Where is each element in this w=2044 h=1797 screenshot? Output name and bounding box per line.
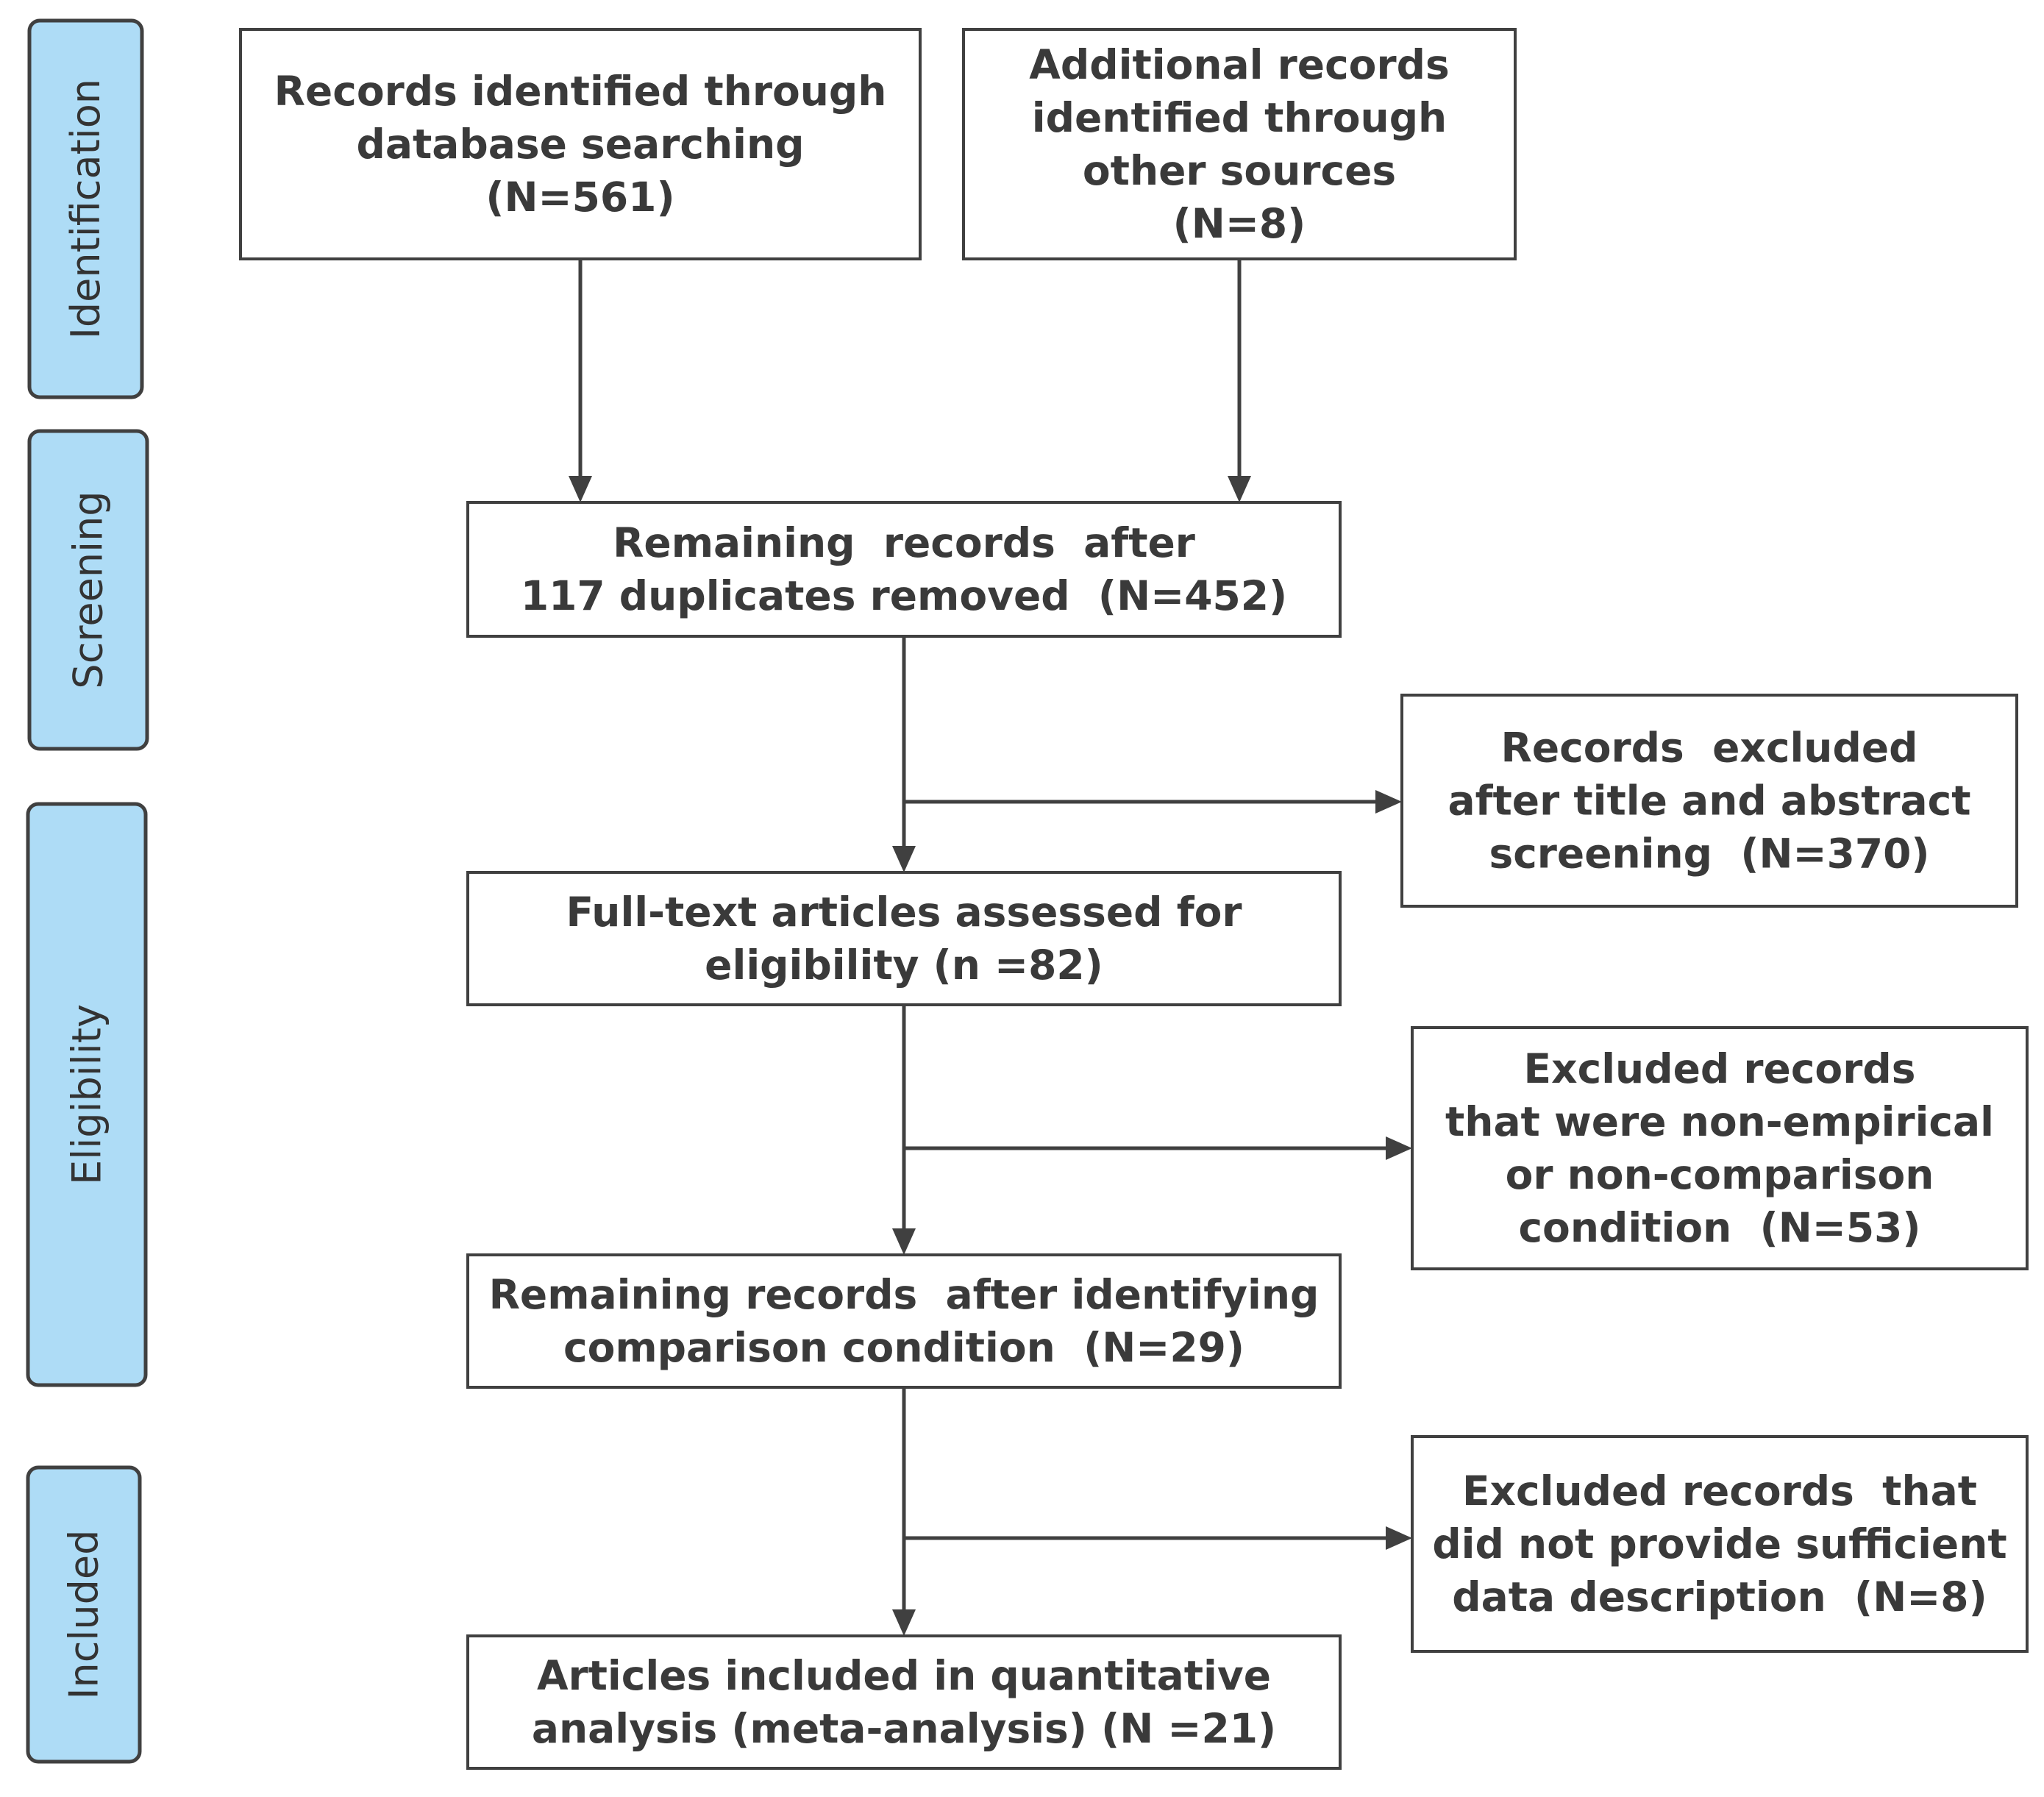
- arrow-other-to-remaining: [1228, 259, 1251, 502]
- box-excluded-title-abstract: Records excluded after title and abstract…: [1400, 694, 2018, 908]
- stage-screening-label: Screening: [65, 491, 112, 688]
- arrow-to-excluded-non-empirical: [904, 1136, 1412, 1160]
- arrow-to-excluded-title-abstract: [904, 790, 1402, 814]
- box-database-records-frame: [239, 28, 922, 260]
- box-excluded-non-empirical: Excluded records that were non-empirical o…: [1411, 1026, 2029, 1270]
- box-excluded-insufficient-frame: [1411, 1435, 2029, 1653]
- box-excluded-title-abstract-line: after title and abstract: [1447, 777, 1970, 825]
- stage-identification: Identification: [27, 18, 144, 399]
- box-after-duplicates-line: 117 duplicates removed (N=452): [521, 572, 1287, 619]
- stage-identification-label: Identification: [63, 79, 109, 339]
- box-comparison-condition: Remaining records after identifying compa…: [466, 1253, 1342, 1389]
- arrow-database-to-remaining: [569, 259, 592, 502]
- arrowhead: [892, 1228, 916, 1255]
- box-other-sources-line: Additional records: [1029, 41, 1449, 88]
- box-excluded-insufficient: Excluded records that did not provide suf…: [1411, 1435, 2029, 1653]
- box-excluded-title-abstract-line: Records excluded: [1501, 725, 1918, 772]
- arrow-remaining-to-fulltext: [892, 636, 916, 872]
- stage-screening: Screening: [27, 429, 149, 751]
- box-excluded-non-empirical-line: condition (N=53): [1518, 1204, 1920, 1251]
- box-after-duplicates-frame: [466, 501, 1342, 638]
- box-excluded-non-empirical-frame: [1411, 1026, 2029, 1270]
- box-excluded-non-empirical-line: or non-comparison: [1506, 1151, 1934, 1198]
- arrowhead: [1228, 476, 1251, 502]
- box-excluded-insufficient-line: Excluded records that: [1462, 1467, 1977, 1515]
- box-comparison-condition-line: comparison condition (N=29): [563, 1324, 1244, 1371]
- connector-layer: [569, 259, 1412, 1636]
- box-other-sources: Additional records identified through othe…: [962, 28, 1517, 260]
- arrowhead: [892, 1609, 916, 1636]
- box-database-records-line: Records identified through: [274, 68, 887, 115]
- box-after-duplicates: Remaining records after 117 duplicates re…: [466, 501, 1342, 638]
- box-excluded-non-empirical-line: that were non-empirical: [1445, 1098, 1994, 1145]
- box-after-duplicates-line: Remaining records after: [613, 519, 1195, 566]
- box-excluded-insufficient-line: did not provide sufficient: [1432, 1520, 2006, 1568]
- box-full-text-line: Full-text articles assessed for: [566, 889, 1242, 936]
- box-other-sources-line: identified through: [1032, 94, 1447, 141]
- box-database-records-line: (N=561): [485, 174, 674, 221]
- arrow-fulltext-to-comparison: [892, 1005, 916, 1255]
- box-included-articles-line: Articles included in quantitative: [537, 1652, 1271, 1699]
- stage-sidebar: IdentificationScreeningEligibilityInclud…: [26, 18, 149, 1764]
- box-other-sources-frame: [962, 28, 1517, 260]
- box-database-records-line: database searching: [357, 121, 805, 168]
- box-included-articles: Articles included in quantitative analysi…: [466, 1634, 1342, 1770]
- box-full-text: Full-text articles assessed for eligibili…: [466, 871, 1342, 1006]
- arrowhead: [1386, 1526, 1412, 1550]
- stage-eligibility-label: Eligibility: [64, 1004, 110, 1185]
- stage-eligibility-panel: [26, 802, 148, 1387]
- box-excluded-title-abstract-line: screening (N=370): [1489, 830, 1929, 878]
- arrowhead: [1386, 1136, 1412, 1160]
- arrow-to-excluded-insufficient: [904, 1526, 1412, 1550]
- stage-included-panel: [26, 1465, 142, 1764]
- box-full-text-frame: [466, 871, 1342, 1006]
- stage-included-label: Included: [61, 1530, 107, 1700]
- arrowhead: [1375, 790, 1402, 814]
- stage-screening-panel: [27, 429, 149, 751]
- box-other-sources-line: (N=8): [1173, 200, 1306, 247]
- stage-included: Included: [26, 1465, 142, 1764]
- arrowhead: [569, 476, 592, 502]
- box-database-records: Records identified through database searc…: [239, 28, 922, 260]
- box-other-sources-line: other sources: [1083, 147, 1396, 194]
- box-excluded-title-abstract-frame: [1400, 694, 2018, 908]
- stage-eligibility: Eligibility: [26, 802, 148, 1387]
- box-comparison-condition-line: Remaining records after identifying: [489, 1271, 1320, 1318]
- box-comparison-condition-frame: [466, 1253, 1342, 1389]
- box-included-articles-line: analysis (meta-analysis) (N =21): [532, 1705, 1276, 1752]
- box-excluded-non-empirical-line: Excluded records: [1524, 1045, 1916, 1092]
- flow-boxes: Records identified through database searc…: [239, 28, 2029, 1770]
- box-excluded-insufficient-line: data description (N=8): [1452, 1573, 1987, 1620]
- box-included-articles-frame: [466, 1634, 1342, 1770]
- arrow-comparison-to-included: [892, 1387, 916, 1636]
- stage-identification-panel: [27, 18, 144, 399]
- arrowhead: [892, 846, 916, 872]
- box-full-text-line: eligibility (n =82): [705, 942, 1103, 989]
